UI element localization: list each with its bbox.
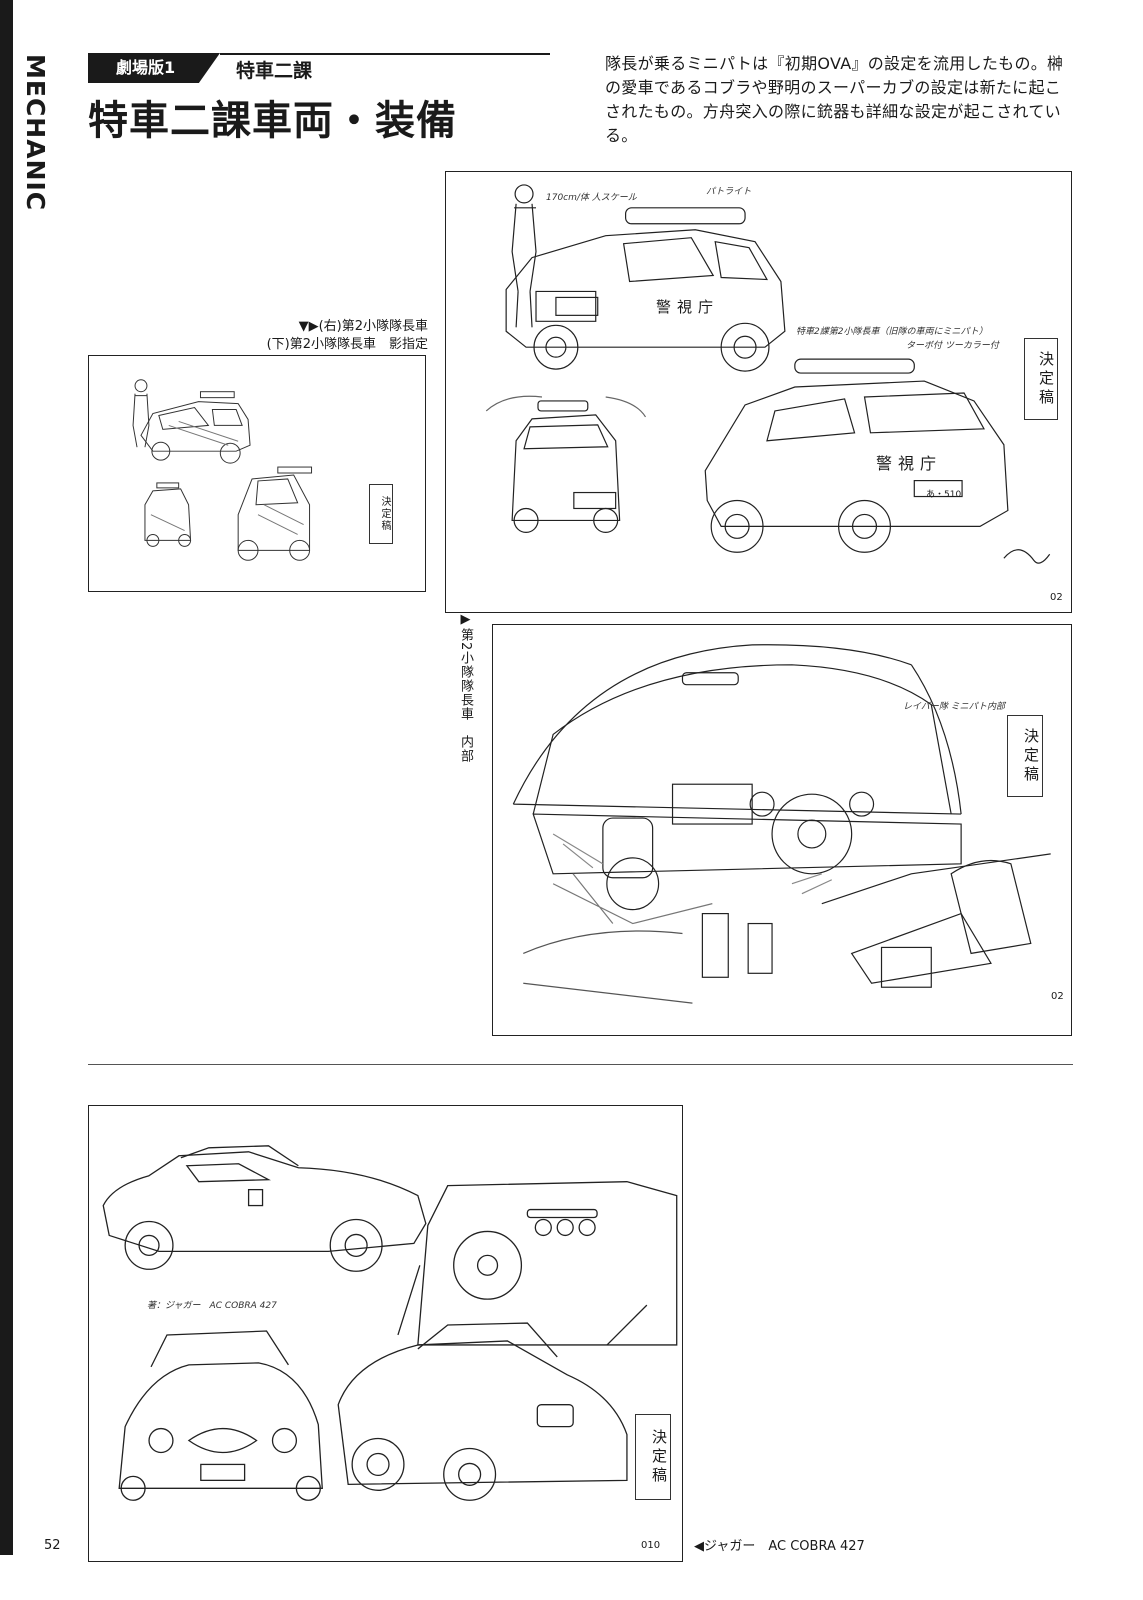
final-stamp-small: 決定稿	[369, 484, 393, 544]
sheet-number-main: 02	[1050, 592, 1063, 603]
note-side: 特車2課第2小隊長車（旧隊の車両にミニパト）	[796, 327, 988, 337]
sheet-number-interior: 02	[1051, 991, 1064, 1002]
note-cobra: 著：ジャガー AC COBRA 427	[147, 1301, 277, 1311]
minipato-shadow-drawing	[132, 379, 313, 561]
heading-rule	[220, 53, 550, 55]
page-title: 特車二課車両・装備	[88, 98, 457, 144]
note-scale: 170cm/体 人スケール	[546, 193, 637, 203]
sheet-minipato-shadow: 決定稿	[88, 355, 426, 592]
sheet-ac-cobra: 著：ジャガー AC COBRA 427 決定稿 010	[88, 1105, 683, 1562]
sheet-minipato-main: 170cm/体 人スケール パトライト 特車2課第2小隊長車（旧隊の車両にミニパ…	[445, 171, 1072, 613]
page-number: 52	[44, 1538, 61, 1553]
section-side-label: MECHANIC	[21, 54, 50, 212]
intro-paragraph: 隊長が乗るミニパトは『初期OVA』の設定を流用したもの。榊の愛車であるコブラや野…	[605, 54, 1064, 145]
police-rear-text: 警視庁	[876, 454, 943, 473]
side-bar	[0, 0, 13, 1555]
final-stamp-cobra: 決定稿	[635, 1414, 671, 1500]
note-interior: レイバー隊 ミニパト内部	[903, 702, 1005, 712]
final-stamp-interior: 決定稿	[1007, 715, 1043, 797]
sheet-number-cobra: 010	[641, 1540, 661, 1551]
sub-heading: 特車二課	[236, 60, 313, 82]
cobra-drawing	[102, 1145, 678, 1501]
caption-line-1: ▼▶(右)第2小隊隊長車	[298, 319, 428, 334]
caption-right-car: ▼▶(右)第2小隊隊長車 (下)第2小隊隊長車 影指定	[200, 318, 428, 354]
note-patlight: パトライト	[706, 187, 752, 197]
caption-line-2: (下)第2小隊隊長車 影指定	[266, 337, 428, 352]
police-door-text: 警視庁	[656, 298, 720, 316]
caption-interior: ▶第2小隊隊長車 内部	[458, 612, 473, 764]
category-tab: 劇場版1	[88, 53, 220, 83]
sheet-minipato-interior: レイバー隊 ミニパト内部 決定稿 02	[492, 624, 1072, 1036]
interior-drawing	[512, 644, 1051, 1004]
note-turbo: ターボ付 ツーカラー付	[906, 341, 999, 351]
section-divider	[88, 1064, 1073, 1065]
caption-cobra: ◀ジャガー AC COBRA 427	[694, 1539, 865, 1554]
minipato-main-drawing	[485, 184, 1051, 564]
final-stamp-main: 決定稿	[1024, 338, 1058, 420]
plate-text: あ・510	[926, 490, 962, 500]
